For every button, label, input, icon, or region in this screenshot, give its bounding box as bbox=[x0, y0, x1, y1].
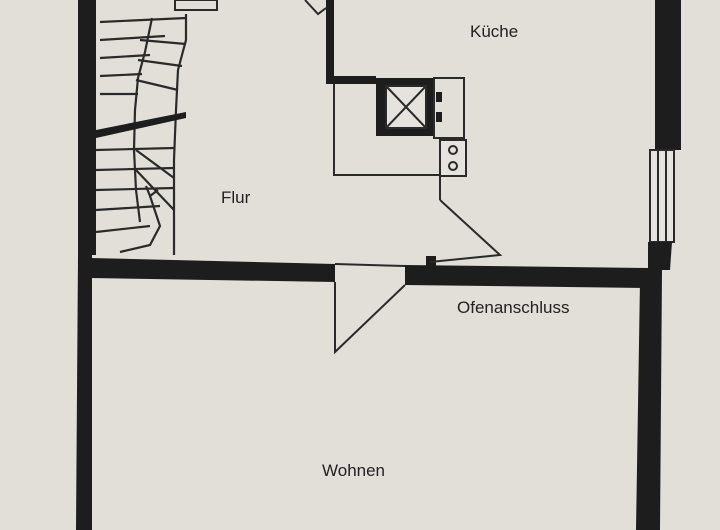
label-stove-connection: Ofenanschluss bbox=[457, 298, 569, 317]
room-label-living: Wohnen bbox=[322, 461, 385, 480]
tread-9 bbox=[95, 204, 161, 212]
right-outer-wall-lower bbox=[636, 242, 672, 530]
middle-wall-right bbox=[405, 265, 650, 288]
stair-direction-arrow bbox=[119, 195, 162, 254]
counter-outline bbox=[333, 84, 441, 200]
tread-6 bbox=[95, 146, 175, 152]
stair-handrail bbox=[96, 112, 186, 138]
right-outer-wall-upper bbox=[655, 0, 681, 150]
winder-4 bbox=[135, 149, 175, 179]
left-outer-wall bbox=[76, 0, 96, 530]
tread-8 bbox=[95, 186, 175, 192]
tread-10 bbox=[95, 224, 151, 234]
middle-wall bbox=[90, 256, 650, 288]
door-stub bbox=[426, 256, 436, 270]
room-label-kitchen: Küche bbox=[470, 22, 518, 41]
winder-2 bbox=[137, 58, 183, 68]
pipe-1 bbox=[436, 92, 442, 102]
tread-3 bbox=[99, 53, 151, 60]
stair-arrow-head bbox=[144, 185, 159, 198]
shaft-cross-2 bbox=[385, 85, 427, 129]
tread-2 bbox=[99, 34, 166, 42]
winder-5 bbox=[135, 169, 175, 211]
stove-burner-2 bbox=[448, 161, 458, 171]
winder-3 bbox=[135, 78, 179, 92]
middle-wall-left bbox=[90, 258, 335, 282]
top-fixture bbox=[174, 0, 218, 11]
top-door-swing bbox=[304, 0, 327, 16]
staircase bbox=[95, 14, 188, 255]
kitchen-block bbox=[333, 77, 467, 200]
living-door-swing bbox=[334, 282, 406, 355]
pipe-2 bbox=[436, 112, 442, 122]
kitchen-left-wall bbox=[326, 0, 334, 80]
living-door-opening bbox=[334, 263, 406, 267]
kitchen-door-swing bbox=[429, 199, 503, 263]
outer-walls bbox=[76, 0, 681, 530]
stove-burner-1 bbox=[448, 145, 458, 155]
pipe-column bbox=[433, 77, 465, 139]
tread-4 bbox=[99, 72, 143, 78]
kitchen-window bbox=[649, 149, 675, 243]
kitchen-wall-foot bbox=[326, 76, 376, 84]
room-label-hall: Flur bbox=[221, 188, 251, 207]
winder-1 bbox=[139, 38, 187, 46]
kitchen-partition bbox=[174, 0, 376, 84]
tread-1 bbox=[99, 16, 187, 24]
